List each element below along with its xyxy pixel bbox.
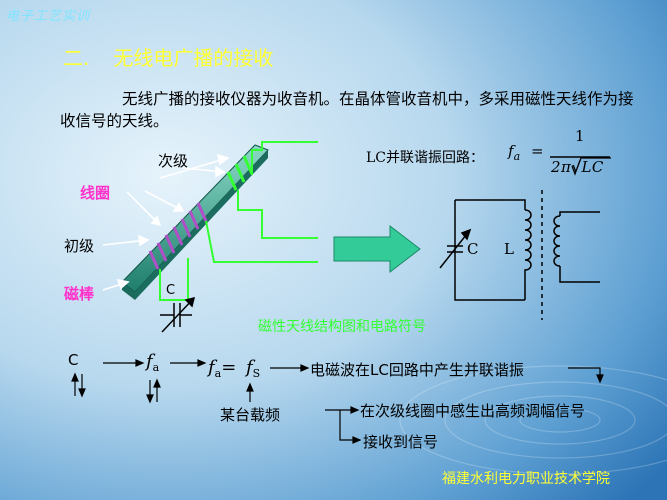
lead-wires xyxy=(159,141,318,301)
transform-arrow xyxy=(333,224,421,274)
label-secondary: 次级 xyxy=(158,152,189,170)
lc-label: LC并联谐振回路： xyxy=(366,150,485,166)
rod-end xyxy=(122,282,135,300)
figure-caption: 磁性天线结构图和电路符号 xyxy=(258,319,426,335)
header-label: 电子工艺实训 xyxy=(6,9,91,24)
section-title-text: 无线电广播的接收 xyxy=(113,46,274,70)
flow-fs: fS xyxy=(246,357,261,380)
flow-station: 某台载频 xyxy=(220,406,281,424)
flow-resonance: 电磁波在LC回路中产生并联谐振 xyxy=(310,361,524,379)
formula-denominator: 2π√LC xyxy=(551,158,604,176)
formula-lhs: fa xyxy=(508,142,521,163)
section-title: 二. 无线电广播的接收 xyxy=(63,42,273,71)
section-number: 二. xyxy=(63,46,90,70)
intro-paragraph: 无线广播的接收仪器为收音机。在晶体管收音机中，多采用磁性天线作为接收信号的天线。 xyxy=(60,88,640,132)
intro-paragraph-text: 无线广播的接收仪器为收音机。在晶体管收音机中，多采用磁性天线作为接收信号的天线。 xyxy=(60,90,634,130)
flow-induce: 在次级线圈中感生出高频调幅信号 xyxy=(360,402,586,420)
label-coil: 线圈 xyxy=(80,184,111,202)
formula-equals: = xyxy=(531,142,544,160)
rod-side xyxy=(135,150,268,300)
footer-institution: 福建水利电力职业技术学院 xyxy=(442,471,610,487)
label-capacitor: C xyxy=(166,283,176,298)
flow-arrows xyxy=(71,359,604,444)
circuit-l-label: L xyxy=(504,240,514,258)
sqrt-sign xyxy=(571,157,611,176)
lc-circuit xyxy=(439,190,600,320)
flow-receive: 接收到信号 xyxy=(363,433,439,451)
circuit-c-label: C xyxy=(467,240,479,258)
formula-numerator: 1 xyxy=(575,127,585,145)
flow-c: C xyxy=(68,351,79,369)
capacitor-symbol xyxy=(160,296,196,333)
flow-fa1: fa xyxy=(146,351,160,374)
primary-coil xyxy=(148,202,208,270)
secondary-coil xyxy=(226,155,254,191)
label-arrows xyxy=(102,153,230,291)
label-rod: 磁棒 xyxy=(64,285,95,303)
label-primary: 初级 xyxy=(64,237,95,255)
flow-fa2: fa= xyxy=(208,357,237,380)
